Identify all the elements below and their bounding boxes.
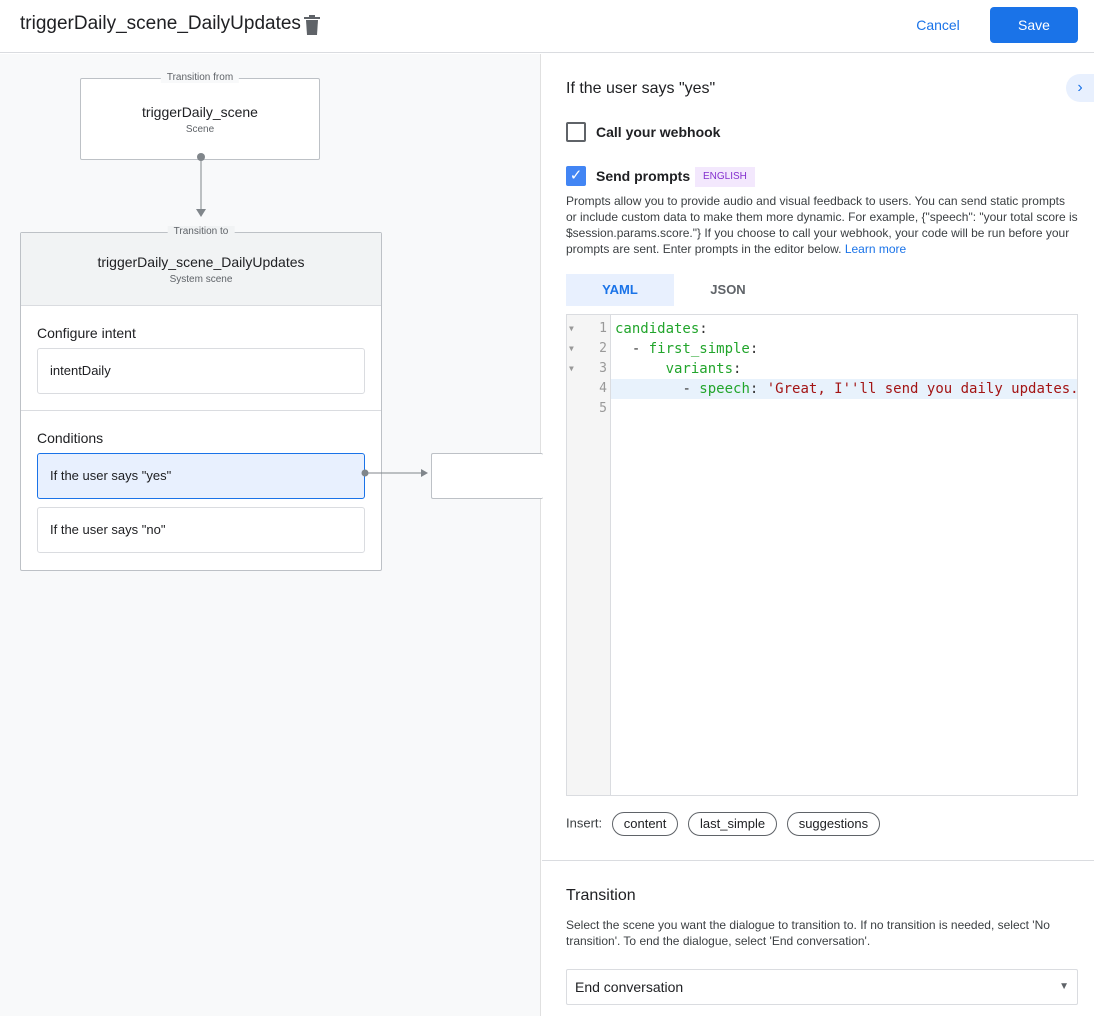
line-number: 2 xyxy=(599,341,607,356)
chip-content[interactable]: content xyxy=(611,812,679,836)
connector-arrow xyxy=(196,153,206,217)
dash: - xyxy=(682,381,700,397)
fold-icon[interactable]: ▼ xyxy=(569,344,574,353)
configure-intent-heading: Configure intent xyxy=(37,325,136,341)
yaml-key: candidates xyxy=(615,321,700,337)
chip-last-simple[interactable]: last_simple xyxy=(688,812,778,836)
line-number: 4 xyxy=(599,381,607,396)
from-scene-type: Scene xyxy=(185,124,215,135)
dash: - xyxy=(631,341,649,357)
tab-json[interactable]: JSON xyxy=(710,282,746,297)
divider xyxy=(542,860,1094,861)
transition-from-label: Transition from xyxy=(160,72,240,83)
line-number: 5 xyxy=(599,401,607,416)
line-gutter xyxy=(567,315,611,795)
colon: : xyxy=(699,321,708,337)
code-content: candidates: - first_simple: variants: - … xyxy=(615,319,1079,415)
save-button[interactable]: Save xyxy=(990,7,1078,43)
line-number: 1 xyxy=(599,321,607,336)
from-scene-name: triggerDaily_scene xyxy=(142,104,258,120)
description-text: Prompts allow you to provide audio and v… xyxy=(566,194,1078,256)
header: triggerDaily_scene_DailyUpdates Cancel S… xyxy=(0,0,1094,53)
line-number: 3 xyxy=(599,361,607,376)
trash-icon[interactable] xyxy=(304,15,320,35)
active-line-highlight xyxy=(611,379,1077,399)
selected-value: End conversation xyxy=(575,979,684,995)
fold-icon[interactable]: ▼ xyxy=(569,324,574,333)
transition-to-label: Transition to xyxy=(167,226,235,237)
transition-to-node: Transition to triggerDaily_scene_DailyUp… xyxy=(20,226,382,571)
fold-icon[interactable]: ▼ xyxy=(569,364,574,373)
webhook-label: Call your webhook xyxy=(596,124,721,140)
insert-label: Insert: xyxy=(566,815,603,831)
learn-more-link[interactable]: Learn more xyxy=(844,242,907,256)
chip-suggestions[interactable]: suggestions xyxy=(786,812,881,836)
to-scene-type: System scene xyxy=(169,274,233,285)
insert-row: Insert: content last_simple suggestions xyxy=(566,812,881,836)
page-title: triggerDaily_scene_DailyUpdates xyxy=(20,13,301,34)
transition-heading: Transition xyxy=(566,887,636,904)
yaml-string: 'Great, I''ll send you daily updates. xyxy=(766,381,1079,397)
scene-header[interactable]: Transition to triggerDaily_scene_DailyUp… xyxy=(21,226,381,306)
yaml-key: variants xyxy=(665,361,734,377)
transition-from-node[interactable]: Transition from triggerDaily_scene Scene xyxy=(80,72,320,160)
transition-description: Select the scene you want the dialogue t… xyxy=(566,918,1050,948)
panel-heading: If the user says "yes" xyxy=(566,80,716,97)
tab-yaml[interactable]: YAML xyxy=(566,274,674,306)
language-badge: ENGLISH xyxy=(695,167,755,187)
yaml-key: first_simple xyxy=(648,341,750,357)
intent-item[interactable]: intentDaily xyxy=(37,348,365,394)
colon: : xyxy=(749,381,759,397)
condition-no[interactable]: If the user says "no" xyxy=(37,507,365,553)
chevron-right-icon[interactable]: › xyxy=(1066,74,1094,102)
transition-select[interactable]: End conversation ▼ xyxy=(566,969,1078,1005)
send-prompts-label: Send prompts xyxy=(596,168,691,184)
send-prompts-checkbox[interactable]: ✓ xyxy=(566,166,586,186)
conditions-heading: Conditions xyxy=(37,430,104,446)
colon: : xyxy=(733,361,742,377)
cancel-button[interactable]: Cancel xyxy=(900,8,976,42)
prompts-description: Prompts allow you to provide audio and v… xyxy=(566,193,1078,257)
flow-canvas: Transition from triggerDaily_scene Scene… xyxy=(0,54,543,1016)
webhook-checkbox[interactable] xyxy=(566,122,586,142)
code-editor[interactable]: ▼ 1 ▼ 2 ▼ 3 4 5 candidates: - first_simple:… xyxy=(566,314,1079,796)
dropdown-arrow-icon: ▼ xyxy=(1059,981,1069,992)
to-scene-name: triggerDaily_scene_DailyUpdates xyxy=(97,254,305,270)
yaml-key: speech xyxy=(699,381,750,397)
condition-yes[interactable]: If the user says "yes" xyxy=(37,453,365,499)
colon: : xyxy=(749,341,759,357)
target-node[interactable] xyxy=(431,453,543,499)
condition-connector xyxy=(361,469,428,477)
